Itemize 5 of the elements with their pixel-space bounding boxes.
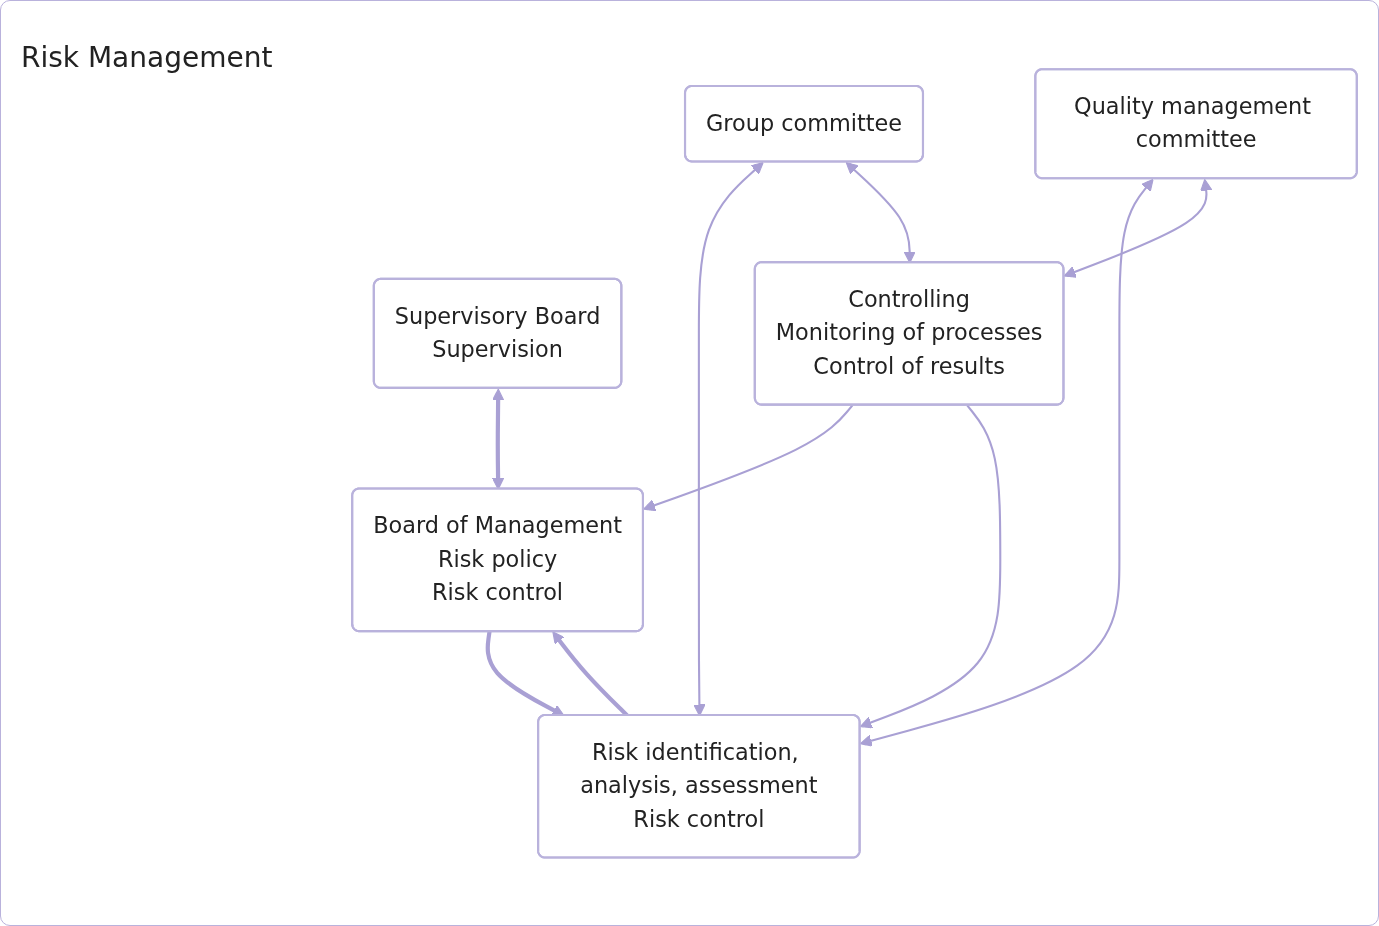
arrow [1063,178,1213,278]
diagram-label: Risk Management [21,41,274,74]
arrow [859,178,1154,747]
arrow [643,404,854,511]
arrow [859,404,1002,728]
